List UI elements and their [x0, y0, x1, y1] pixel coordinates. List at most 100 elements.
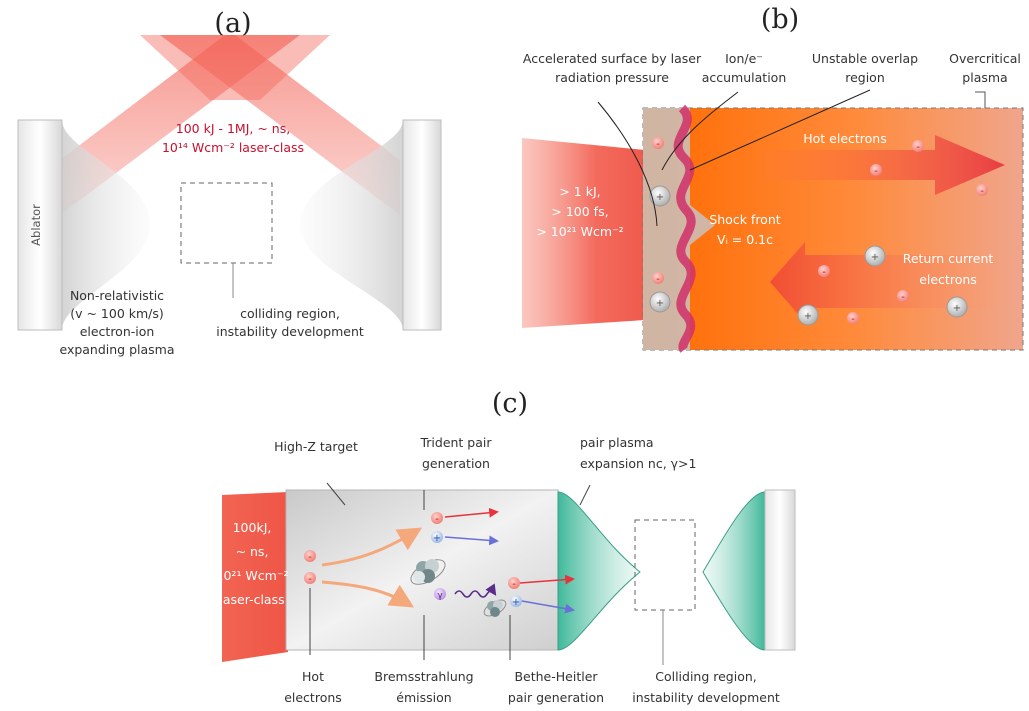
high-z-label: High-Z target	[274, 439, 358, 454]
nucleus-icon-small	[483, 599, 507, 617]
bethe-line2: pair generation	[508, 690, 604, 705]
electron	[431, 512, 443, 524]
electron	[652, 137, 664, 149]
plus-sign: +	[804, 311, 812, 322]
accelerated-line2: radiation pressure	[555, 70, 669, 85]
gamma-symbol: γ	[437, 591, 443, 601]
plus-sign: +	[512, 597, 520, 608]
gamma-wave	[454, 583, 497, 598]
brems-line1: Bremsstrahlung	[374, 669, 473, 684]
electron	[897, 290, 909, 302]
laser-b-line3: > 10²¹ Wcm⁻²	[536, 224, 623, 239]
hot-line2: electrons	[284, 690, 342, 705]
minus-sign: -	[901, 292, 905, 303]
minus-sign: -	[308, 552, 312, 563]
electron	[870, 164, 882, 176]
leader-high-z	[326, 482, 346, 506]
hot-electron-path-down	[321, 580, 415, 608]
colliding-c-line1: Colliding region,	[655, 669, 757, 684]
positron	[510, 595, 522, 607]
shock-front-line1: Shock front	[709, 212, 780, 227]
panel-c: (c)	[216, 388, 796, 705]
laser-c-line4: laser-class	[219, 592, 284, 607]
panel-a: (a) Ablator 100 kJ - 1MJ, ~ ns, 10¹⁴ Wcm…	[17, 8, 442, 357]
plasma-plume-right	[300, 120, 403, 330]
colliding-region-c	[634, 519, 696, 611]
minus-sign: -	[874, 166, 878, 177]
electron	[976, 184, 988, 196]
plasma-a-line4: expanding plasma	[59, 342, 174, 357]
electron-particles-b	[652, 137, 988, 324]
minus-sign: -	[851, 314, 855, 325]
laser-c	[222, 492, 288, 662]
ion-accum-line2: accumulation	[702, 70, 787, 85]
hot-line1: Hot	[302, 669, 324, 684]
pair-line2: expansion nc, γ>1	[580, 456, 696, 471]
panel-b: (b) -	[522, 4, 1024, 353]
hot-electron-path-up	[321, 527, 423, 567]
colliding-a-line2: instability development	[216, 324, 364, 339]
leader-unstable	[689, 89, 871, 171]
ion	[946, 296, 968, 318]
minus-sign: -	[656, 139, 660, 150]
ion-accum-line1: Ion/e⁻	[725, 51, 763, 66]
pair-plasma-right	[702, 491, 766, 651]
hot-electrons-label: Hot electrons	[803, 131, 887, 146]
right-target	[764, 489, 796, 651]
electron	[304, 550, 316, 562]
minus-sign: -	[512, 579, 516, 590]
ablator-label: Ablator	[29, 204, 43, 246]
photon	[434, 588, 446, 600]
ion-particles-b	[649, 185, 968, 326]
positron	[431, 531, 443, 543]
plasma-plume-left	[62, 120, 150, 330]
minus-sign: -	[916, 142, 920, 153]
electron	[818, 265, 830, 277]
pair-plasma-left	[557, 491, 641, 651]
accelerated-line1: Accelerated surface by laser	[523, 51, 702, 66]
plus-sign: +	[953, 303, 961, 314]
laser-crossing	[140, 35, 330, 100]
leader-overcritical	[975, 91, 986, 108]
laser-c-line3: 10²¹ Wcm⁻²	[216, 568, 289, 583]
electron	[912, 140, 924, 152]
bethe-line1: Bethe-Heitler	[514, 669, 598, 684]
plus-sign: +	[433, 533, 441, 544]
laser-beam-right	[160, 35, 400, 215]
bh-electron-arrow	[519, 574, 575, 585]
colliding-region-box	[180, 182, 273, 264]
laser-c-line2: ~ ns,	[236, 544, 269, 559]
plus-sign: +	[656, 192, 664, 203]
hot-electrons-arrow	[760, 135, 1005, 195]
panel-b-label: (b)	[761, 4, 799, 35]
plus-sign: +	[871, 252, 879, 263]
compressed-layer	[643, 108, 715, 350]
plasma-a-line3: electron-ion	[80, 324, 155, 339]
ablator-left	[17, 119, 63, 331]
unstable-line2: region	[845, 70, 885, 85]
plus-sign: +	[656, 298, 664, 309]
return-line1: Return current	[903, 251, 994, 266]
laser-b-line2: > 100 fs,	[551, 204, 608, 219]
electron	[847, 312, 859, 324]
colliding-c-line2: instability development	[632, 690, 780, 705]
leader-accelerated	[597, 101, 658, 227]
ion	[797, 304, 819, 326]
pair-line1: pair plasma	[580, 435, 654, 450]
trident-positron-arrow	[444, 535, 499, 546]
electron	[652, 272, 664, 284]
leader-pair	[579, 484, 591, 506]
minus-sign: -	[435, 514, 439, 525]
nucleus-icon	[410, 559, 446, 585]
laser-b	[522, 138, 645, 328]
panel-a-label: (a)	[214, 8, 251, 39]
minus-sign: -	[980, 186, 984, 197]
shock-front-line2: Vᵢ = 0.1c	[717, 232, 773, 247]
return-current-arrow	[770, 242, 995, 322]
plasma-a-line2: (v ~ 100 km/s)	[70, 306, 164, 321]
trident-line1: Trident pair	[419, 435, 492, 450]
trident-electron-arrow	[444, 507, 499, 518]
electron	[304, 572, 316, 584]
laser-c-line1: 100kJ,	[233, 520, 272, 535]
